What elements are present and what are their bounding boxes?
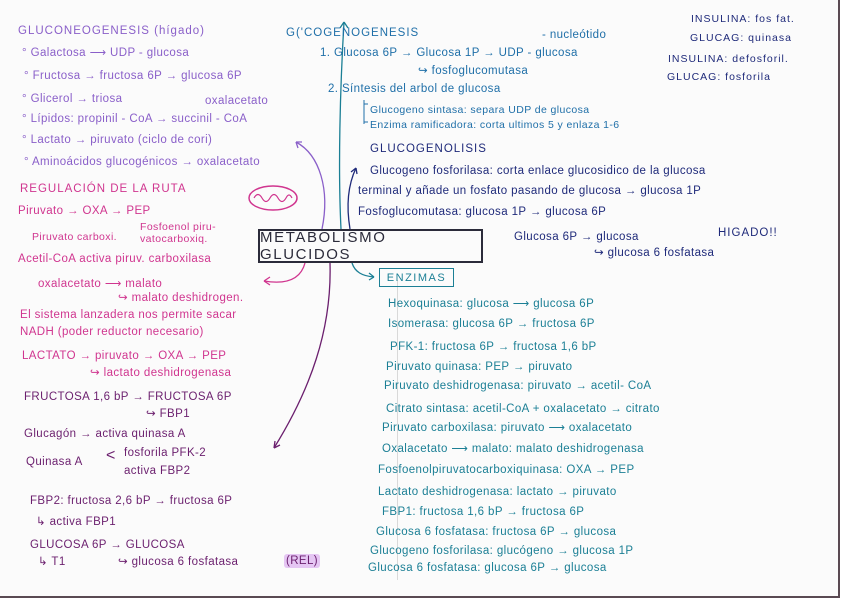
pathway-line: GLUCOSA 6P → GLUCOSA bbox=[30, 539, 185, 551]
pathway-note: Piruvato carboxi. bbox=[32, 231, 118, 243]
enzyme-item: Piruvato quinasa: PEP → piruvato bbox=[386, 361, 573, 373]
glucogenolisis-title: GLUCOGENOLISIS bbox=[370, 143, 487, 155]
enzyme-item: Piruvato deshidrogenasa: piruvato → acet… bbox=[384, 380, 652, 392]
rel-badge: (REL) bbox=[284, 554, 321, 568]
list-item: ° Galactosa ⟶ UDP - glucosa bbox=[22, 47, 190, 59]
pathway-note: ↪ FBP1 bbox=[146, 408, 190, 420]
branch-arrow: < bbox=[106, 447, 116, 464]
step-line: 1. Glucosa 6P → Glucosa 1P → UDP - gluco… bbox=[320, 47, 578, 59]
pathway-note: ↪ malato deshidrogen. bbox=[118, 292, 244, 304]
enzyme-item: Oxalacetato ⟶ malato: malato deshidrogen… bbox=[382, 443, 644, 455]
pathway-note: ↪ glucosa 6 fosfatasa bbox=[118, 556, 239, 568]
list-item: ° Lactato → piruvato (ciclo de cori) bbox=[22, 134, 213, 146]
hormone-note: INSULINA: fos fat. bbox=[691, 13, 795, 25]
step-note: ↪ fosfoglucomutasa bbox=[418, 65, 529, 77]
pathway-line: Fosfoglucomutasa: glucosa 1P → glucosa 6… bbox=[358, 206, 607, 218]
pathway-line: Glucagón → activa quinasa A bbox=[24, 428, 186, 440]
list-item: ° Glicerol → triosa bbox=[22, 93, 123, 105]
pathway-line: NADH (poder reductor necesario) bbox=[20, 326, 204, 338]
pathway-line: Acetil-CoA activa piruv. carboxilasa bbox=[18, 253, 212, 265]
enzyme-item: Glucosa 6 fosfatasa: fructosa 6P → gluco… bbox=[376, 526, 617, 538]
pathway-note: Fosfoenol piru- bbox=[140, 221, 217, 233]
enzyme-item: Piruvato carboxilasa: piruvato ⟶ oxalace… bbox=[382, 422, 633, 434]
pathway-line: LACTATO → piruvato → OXA → PEP bbox=[22, 350, 227, 362]
pathway-line: oxalacetato ⟶ malato bbox=[38, 278, 163, 290]
hormone-note: GLUCAG: quinasa bbox=[690, 32, 792, 44]
enzyme-item: Glucosa 6 fosfatasa: glucosa 6P → glucos… bbox=[368, 562, 607, 574]
hormone-note: GLUCAG: fosforila bbox=[667, 71, 771, 83]
list-item: ° Fructosa → fructosa 6P → glucosa 6P bbox=[24, 70, 242, 82]
nucleotide-note: - nucleótido bbox=[542, 29, 607, 41]
step-note: Glucogeno sintasa: separa UDP de glucosa bbox=[370, 104, 590, 116]
liver-note: HIGADO!! bbox=[718, 227, 778, 239]
mitochondria-icon bbox=[248, 185, 298, 211]
list-item: ° Aminoácidos glucogénicos → oxalacetato bbox=[24, 156, 261, 168]
pathway-line: Glucogeno fosforilasa: corta enlace gluc… bbox=[370, 165, 706, 177]
hormone-note: INSULINA: defosforil. bbox=[668, 53, 789, 65]
side-note: oxalacetato bbox=[205, 95, 269, 107]
enzyme-item: Fosfoenolpiruvatocarboxiquinasa: OXA → P… bbox=[378, 464, 635, 476]
step-line: 2. Síntesis del arbol de glucosa bbox=[328, 83, 501, 95]
fold-line bbox=[397, 280, 398, 580]
gluconeogenesis-title: GLUCONEOGENESIS (hígado) bbox=[18, 25, 205, 37]
pathway-line: FRUCTOSA 1,6 bP → FRUCTOSA 6P bbox=[24, 391, 232, 403]
enzyme-item: Glucogeno fosforilasa: glucógeno → gluco… bbox=[370, 545, 634, 557]
pathway-line: FBP2: fructosa 2,6 bP → fructosa 6P bbox=[30, 495, 233, 507]
list-item: ° Lípidos: propinil - CoA → succinil - C… bbox=[22, 113, 248, 125]
pathway-line: Glucosa 6P → glucosa bbox=[514, 231, 639, 243]
pathway-note: ↳ activa FBP1 bbox=[36, 516, 117, 528]
enzyme-item: Isomerasa: glucosa 6P → fructosa 6P bbox=[388, 318, 595, 330]
enzyme-item: Lactato deshidrogenasa: lactato → piruva… bbox=[378, 486, 617, 498]
pathway-note: activa FBP2 bbox=[124, 465, 191, 477]
enzyme-item: Hexoquinasa: glucosa ⟶ glucosa 6P bbox=[388, 298, 595, 310]
enzyme-item: FBP1: fructosa 1,6 bP → fructosa 6P bbox=[382, 506, 585, 518]
central-title: METABOLISMO GLUCIDOS bbox=[258, 229, 483, 263]
pathway-label: Quinasa A bbox=[26, 456, 83, 468]
pathway-note: vatocarboxiq. bbox=[140, 233, 208, 245]
pathway-line: terminal y añade un fosfato pasando de g… bbox=[358, 185, 702, 197]
pathway-note: ↪ glucosa 6 fosfatasa bbox=[594, 247, 715, 259]
pathway-note: ↳ T1 bbox=[38, 556, 66, 568]
pathway-note: fosforila PFK-2 bbox=[124, 447, 207, 459]
glucogenogenesis-title: G('COGENOGENESIS bbox=[286, 27, 420, 39]
enzyme-item: Citrato sintasa: acetil-CoA + oxalacetat… bbox=[386, 403, 660, 415]
pathway-note: ↪ lactato deshidrogenasa bbox=[90, 367, 232, 379]
enzyme-item: PFK-1: fructosa 6P → fructosa 1,6 bP bbox=[390, 341, 597, 353]
enzimas-title: ENZIMAS bbox=[379, 268, 454, 287]
pathway-line: El sistema lanzadera nos permite sacar bbox=[20, 309, 237, 321]
pathway-line: Piruvato → OXA → PEP bbox=[18, 205, 151, 217]
regulacion-title: REGULACIÓN DE LA RUTA bbox=[20, 183, 187, 195]
step-note: Enzima ramificadora: corta ultimos 5 y e… bbox=[370, 119, 620, 131]
